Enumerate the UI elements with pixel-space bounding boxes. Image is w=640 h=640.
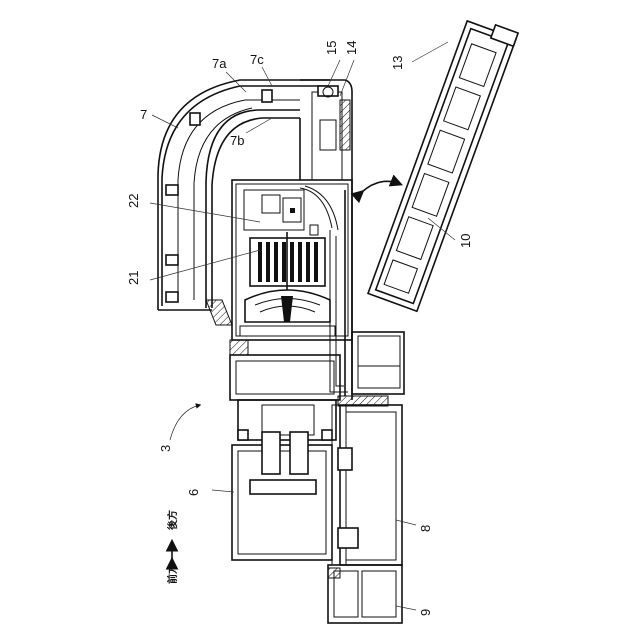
dust-box <box>232 430 332 560</box>
label-9: 9 <box>418 609 433 616</box>
motor-compartment <box>232 180 352 340</box>
label-3: 3 <box>158 445 173 452</box>
label-8: 8 <box>418 525 433 532</box>
label-7c: 7c <box>250 52 264 67</box>
direction-rear: 後方 <box>166 510 179 530</box>
label-14: 14 <box>344 41 359 55</box>
neck <box>230 340 340 440</box>
direction-indicator: 前方 後方 <box>166 510 179 584</box>
label-7: 7 <box>140 107 147 122</box>
rotation-arrow <box>362 181 400 192</box>
label-6: 6 <box>186 489 201 496</box>
label-15: 15 <box>324 41 339 55</box>
label-7a: 7a <box>212 56 227 71</box>
side-box <box>352 332 404 394</box>
label-21: 21 <box>126 271 141 285</box>
label-10: 10 <box>458 234 473 248</box>
label-13: 13 <box>390 56 405 70</box>
direction-front: 前方 <box>166 564 179 584</box>
label-22: 22 <box>126 194 141 208</box>
handle-body <box>332 396 402 565</box>
upper-housing <box>300 80 352 180</box>
battery <box>328 565 402 623</box>
label-7b: 7b <box>230 133 244 148</box>
